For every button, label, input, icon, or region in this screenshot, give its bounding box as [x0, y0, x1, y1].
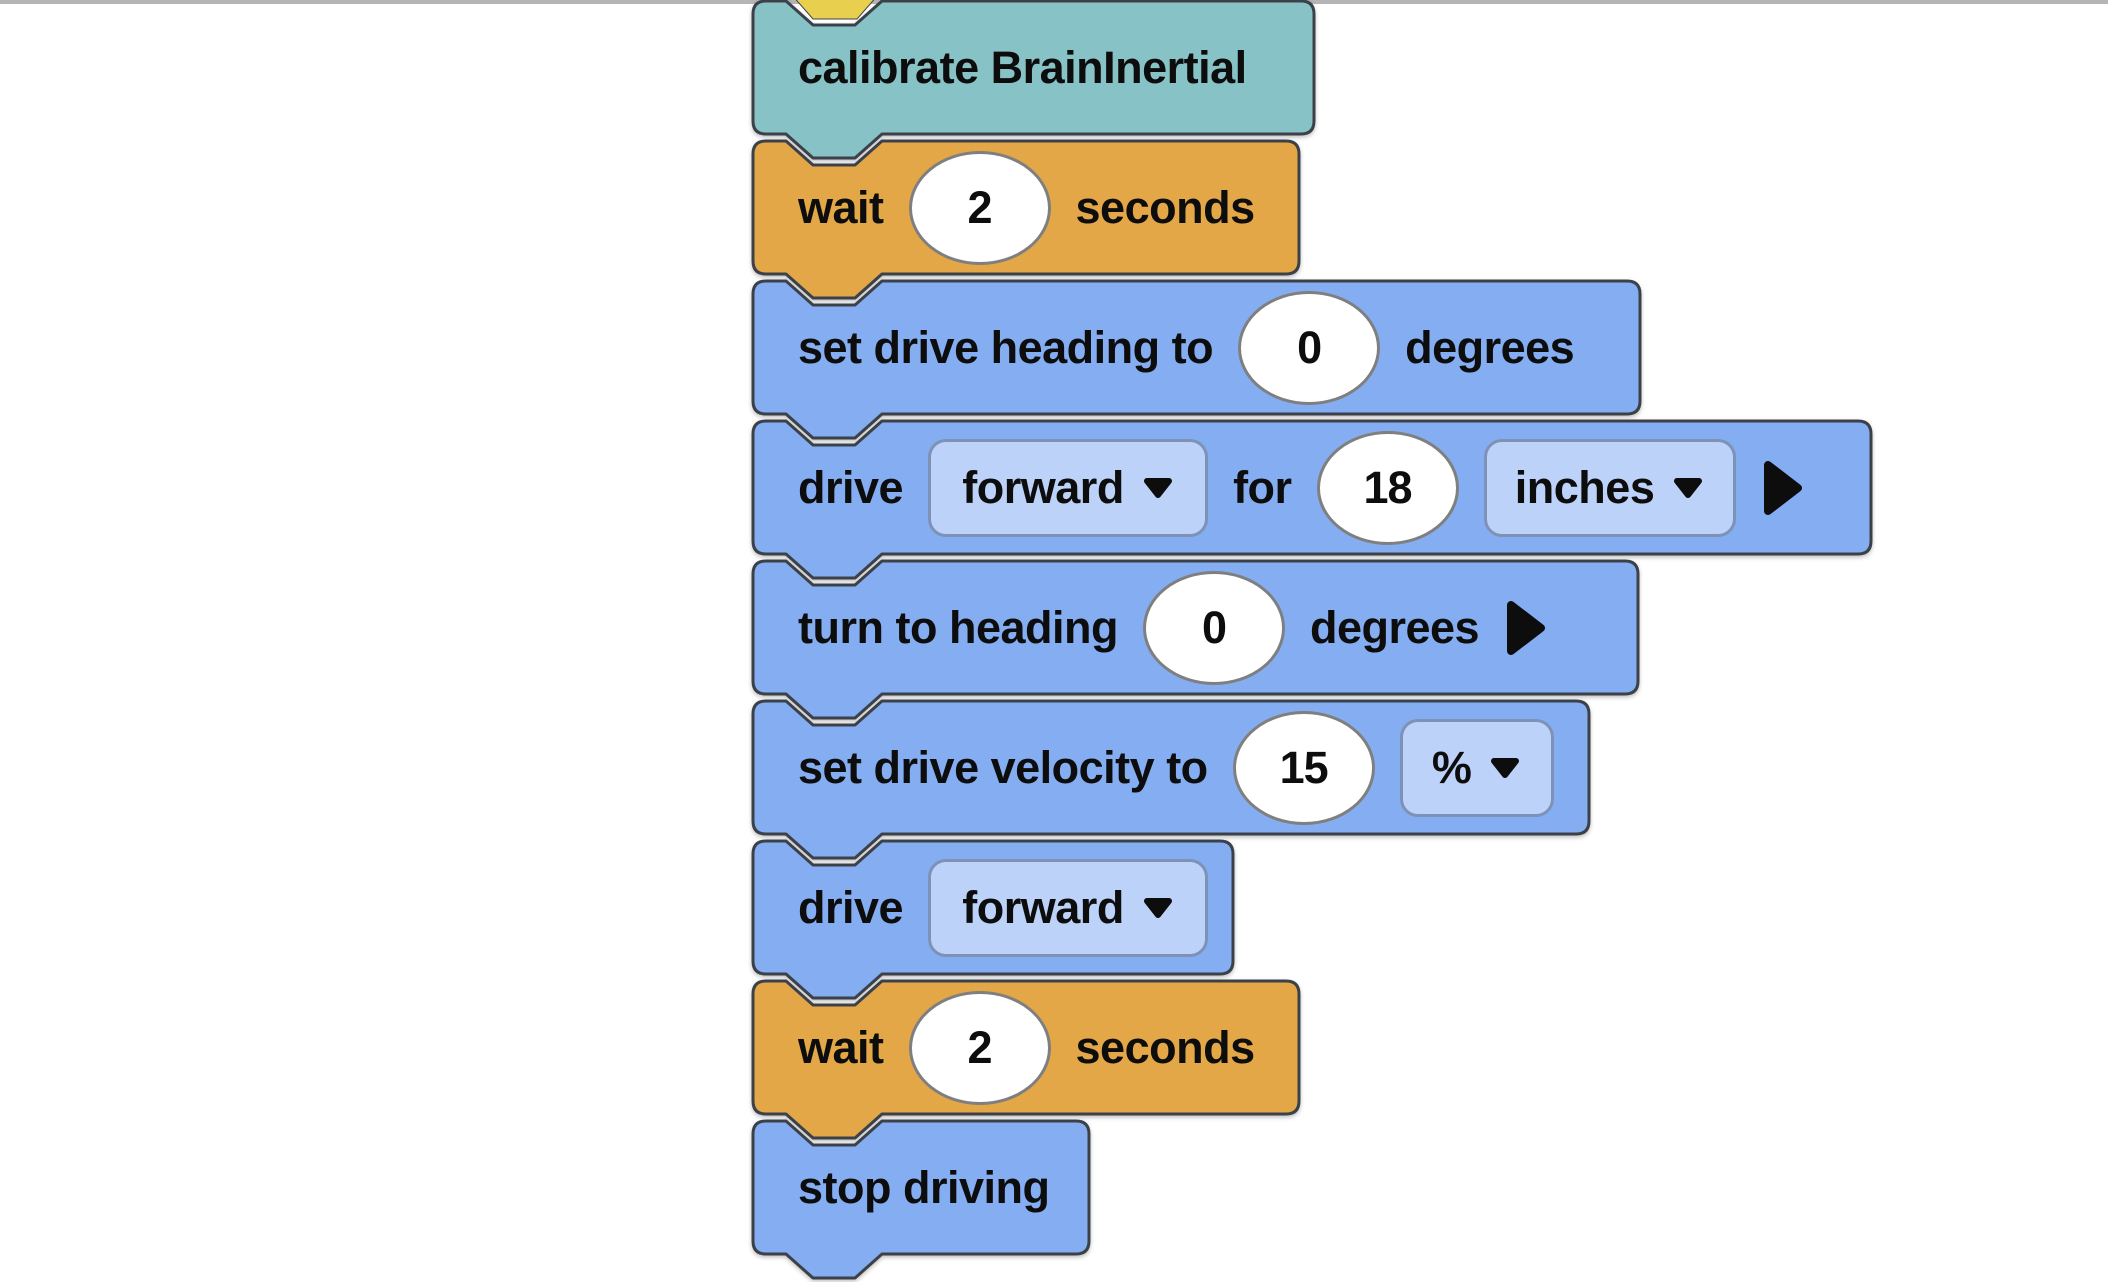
dropdown-value: forward — [962, 462, 1124, 513]
input-value: 0 — [1201, 602, 1227, 653]
drive-direction-dropdown[interactable]: forward — [928, 438, 1209, 537]
velocity-input[interactable]: 15 — [1232, 710, 1375, 825]
block-turn-to-heading[interactable]: turn to heading 0 degrees — [751, 559, 1640, 720]
input-value: 2 — [967, 1022, 993, 1073]
block-label: stop driving — [798, 1162, 1050, 1213]
partial-block-above-tab[interactable] — [788, 0, 882, 23]
block-label: drive — [798, 882, 904, 933]
block-label: set drive velocity to — [798, 742, 1208, 793]
wait-seconds-input[interactable]: 2 — [908, 990, 1051, 1105]
block-label: turn to heading — [798, 602, 1118, 653]
velocity-unit-dropdown[interactable]: % — [1399, 718, 1554, 817]
block-wait-1[interactable]: wait 2 seconds — [751, 139, 1301, 300]
block-label: calibrate BrainInertial — [798, 42, 1247, 93]
distance-input[interactable]: 18 — [1316, 430, 1459, 545]
dropdown-arrow-icon — [1491, 757, 1520, 778]
block-label: set drive heading to — [798, 322, 1214, 373]
block-label: drive — [798, 462, 904, 513]
block-label: wait — [798, 1022, 884, 1073]
dropdown-value: % — [1431, 742, 1472, 793]
input-value: 2 — [967, 182, 993, 233]
block-label: degrees — [1309, 602, 1480, 653]
dropdown-value: forward — [962, 882, 1124, 933]
block-label: seconds — [1075, 182, 1256, 233]
block-drive[interactable]: drive forward — [751, 839, 1235, 1000]
block-set-drive-heading[interactable]: set drive heading to 0 degrees — [751, 279, 1642, 440]
input-value: 0 — [1297, 322, 1322, 373]
expand-arrow-icon[interactable] — [1504, 598, 1548, 658]
distance-unit-dropdown[interactable]: inches — [1483, 438, 1736, 537]
input-value: 18 — [1363, 462, 1413, 513]
block-set-drive-velocity[interactable]: set drive velocity to 15 % — [751, 699, 1591, 860]
expand-arrow-icon[interactable] — [1761, 458, 1805, 518]
heading-input[interactable]: 0 — [1238, 290, 1381, 405]
dropdown-arrow-icon — [1674, 477, 1703, 498]
wait-seconds-input[interactable]: 2 — [908, 150, 1051, 265]
dropdown-arrow-icon — [1143, 897, 1172, 918]
dropdown-arrow-icon — [1143, 477, 1172, 498]
drive-direction-dropdown[interactable]: forward — [928, 858, 1209, 957]
block-drive-for-distance[interactable]: drive forward for 18 inches — [751, 419, 1873, 580]
block-label: degrees — [1405, 322, 1575, 373]
turn-heading-input[interactable]: 0 — [1142, 570, 1285, 685]
block-label: for — [1233, 462, 1292, 513]
input-value: 15 — [1279, 742, 1329, 793]
block-calibrate-inertial[interactable]: calibrate BrainInertial — [751, 0, 1316, 160]
block-label: seconds — [1075, 1022, 1256, 1073]
block-shape — [751, 699, 1591, 860]
block-shape — [751, 279, 1642, 440]
block-shape — [751, 0, 1316, 160]
block-label: wait — [798, 182, 884, 233]
block-stop-driving[interactable]: stop driving — [751, 1119, 1091, 1280]
block-wait-2[interactable]: wait 2 seconds — [751, 979, 1301, 1140]
dropdown-value: inches — [1514, 462, 1655, 513]
